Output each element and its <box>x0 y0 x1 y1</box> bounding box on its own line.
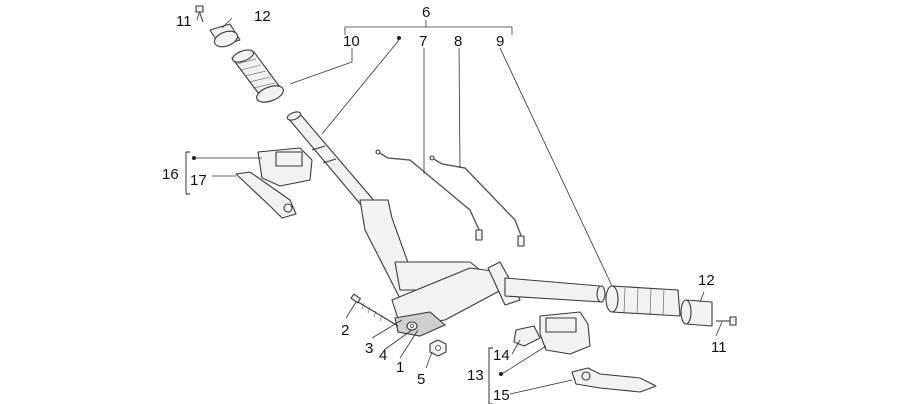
callout-1: 1 <box>396 359 404 376</box>
throttle-cable-7 <box>375 149 483 241</box>
right-end-screw <box>716 316 737 326</box>
group-dot-16 <box>192 156 196 160</box>
right-grip <box>605 285 681 317</box>
clamp-nut <box>429 339 447 357</box>
left-bar-end-weight <box>209 23 241 48</box>
callout-15: 15 <box>493 387 510 404</box>
callout-numbers: 11 12 6 10 7 8 9 16 17 12 11 2 3 4 1 5 1… <box>162 4 727 404</box>
throttle-cable-8 <box>429 155 525 247</box>
clamp-washer <box>406 321 418 331</box>
right-mc-clamp <box>513 325 541 347</box>
callout-14: 14 <box>493 347 510 364</box>
callout-12-right: 12 <box>698 272 715 289</box>
left-master-cylinder <box>257 147 313 187</box>
callout-10: 10 <box>343 33 360 50</box>
callout-17: 17 <box>190 172 207 189</box>
right-brake-lever <box>571 367 657 393</box>
group-bracket-13 <box>488 347 493 404</box>
right-master-cylinder <box>539 311 591 355</box>
left-brake-lever <box>235 171 297 219</box>
clamp-bolt <box>350 293 399 327</box>
callout-2: 2 <box>341 322 349 339</box>
callout-11-bottom: 11 <box>711 339 727 356</box>
callout-5: 5 <box>417 371 425 388</box>
handlebar-frame <box>359 199 521 337</box>
callout-9: 9 <box>496 33 504 50</box>
handlebar-right-tube <box>504 277 606 303</box>
callout-13: 13 <box>467 367 484 384</box>
right-bar-end-weight <box>680 299 713 327</box>
left-grip <box>231 49 284 103</box>
callout-6: 6 <box>422 4 430 21</box>
callout-16: 16 <box>162 166 179 183</box>
callout-7: 7 <box>419 33 427 50</box>
group-bracket-16 <box>185 151 190 195</box>
callout-4: 4 <box>379 347 387 364</box>
callout-12-top: 12 <box>254 8 271 25</box>
group-dot-13 <box>499 372 503 376</box>
left-end-screw <box>195 5 204 23</box>
callout-8: 8 <box>454 33 462 50</box>
leader-lines <box>194 12 723 395</box>
callout-11-top: 11 <box>176 13 192 30</box>
callout-3: 3 <box>365 340 373 357</box>
group-dot-6 <box>397 36 401 40</box>
